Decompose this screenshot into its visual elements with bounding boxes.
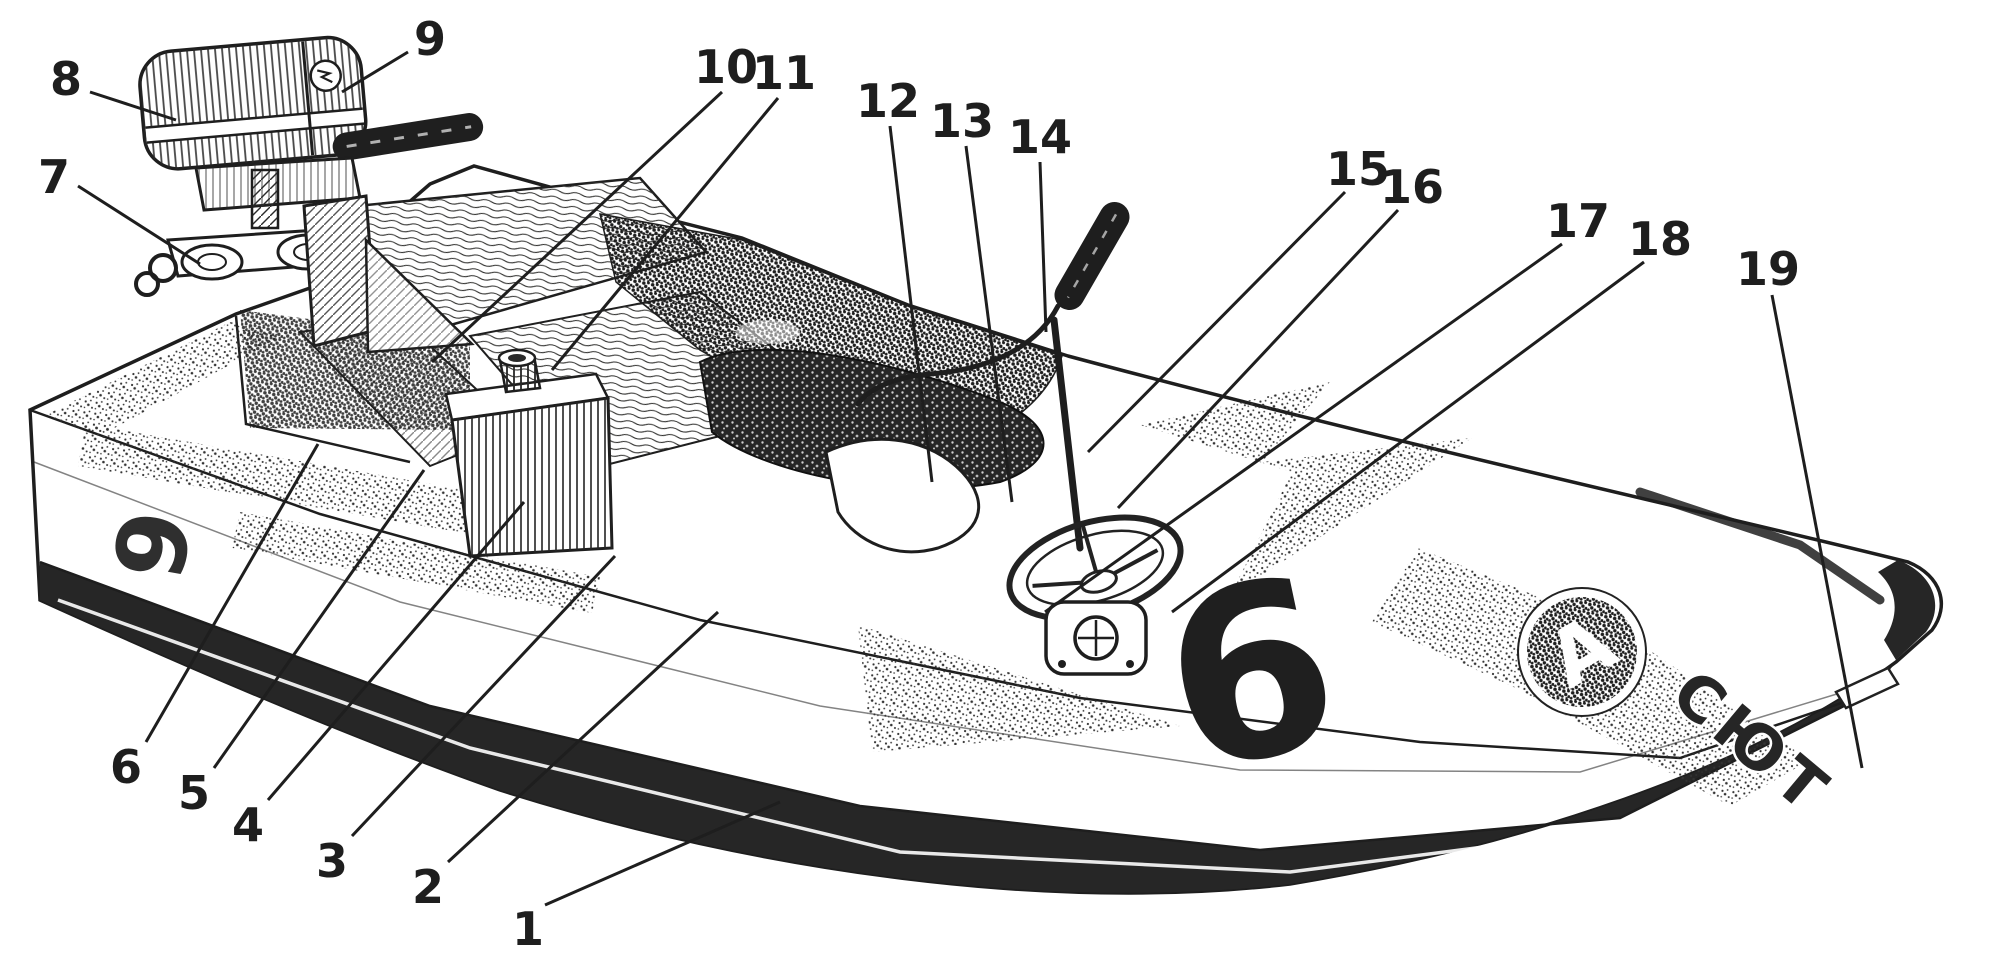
cockpit-edge-wedge [858,625,1180,752]
hump-highlight-1 [736,320,800,344]
steering-rod [855,303,1061,407]
callout-number: 1 [512,902,544,956]
callout-3: 3 [316,554,617,888]
callout-4: 4 [232,501,526,852]
callout-number: 4 [232,798,264,852]
fuel-tank [444,348,614,558]
callout-8: 8 [50,52,177,122]
callout-17: 17 [1044,194,1610,614]
clamp-screw-loop-1 [148,253,178,283]
callout-number: 7 [38,150,70,204]
foredeck-chevron [1140,382,1472,596]
callout-2: 2 [412,610,720,914]
motor-cowl [138,35,368,171]
callout-12: 12 [856,74,934,483]
callout-1: 1 [512,800,781,956]
aft-edge-stripe [44,322,286,436]
callout-13: 13 [930,94,1014,503]
callout-number: 8 [50,52,82,106]
carry-handle [332,113,484,161]
deck-stripe-b [232,512,600,613]
mount-bolt-left [1058,660,1066,668]
callout-number: 3 [316,834,348,888]
callout-number: 9 [414,12,446,66]
pilot-seat [698,348,1045,490]
deck-stripe-a [78,424,518,541]
bow-sheer-shadow [1635,487,1885,605]
knee-brace-hatch [366,240,472,352]
callout-18: 18 [1171,212,1692,614]
callout-10: 10 [430,40,758,364]
callout-number: 13 [930,94,994,148]
callout-number: 10 [694,40,758,94]
callout-number: 16 [1380,160,1444,214]
callout-number: 18 [1628,212,1692,266]
seat-fairing [824,437,981,554]
callout-11: 11 [550,46,816,371]
chine-line [39,560,1873,852]
callout-9: 9 [341,12,446,94]
callout-number: 6 [110,740,142,794]
outboard-motor [134,35,484,354]
swivel-cylinder [250,168,280,230]
callout-6: 6 [110,443,320,794]
sheer-line-near [29,408,1897,760]
cockpit-equipment [240,176,1184,676]
hull-pinstripe [57,598,1863,874]
bow-bumper [1878,560,1936,660]
club-emblem: A [1517,587,1647,717]
cowl-emblem [309,59,342,92]
cowl-split-line [301,41,315,156]
tiller-grip [1054,202,1130,310]
clamp-pad-left [180,243,244,281]
steering-column [1050,316,1084,552]
mount-bolt-right [1126,660,1134,668]
callout-7: 7 [38,150,201,266]
clamp-screw-loop-2 [134,271,160,297]
callout-number: 19 [1736,242,1800,296]
callout-number: 14 [1008,110,1072,164]
transom-board-hatch [304,196,376,346]
callout-19: 19 [1736,242,1864,769]
callout-15: 15 [1086,142,1390,454]
callout-number: 11 [752,46,816,100]
fuel-tank-ribs [452,398,612,556]
callout-number: 15 [1326,142,1390,196]
callouts: 1 2 3 4 5 6 7 8 [38,12,1864,956]
callout-number: 17 [1546,194,1610,248]
callout-5: 5 [178,469,426,820]
callout-16: 16 [1116,160,1444,510]
callout-number: 2 [412,860,444,914]
callout-14: 14 [1008,110,1072,333]
bow-details [1635,487,1936,710]
filler-cap-hole [508,354,526,362]
callout-number: 12 [856,74,920,128]
callout-number: 5 [178,766,210,820]
bow-rub-strip [1834,666,1900,710]
